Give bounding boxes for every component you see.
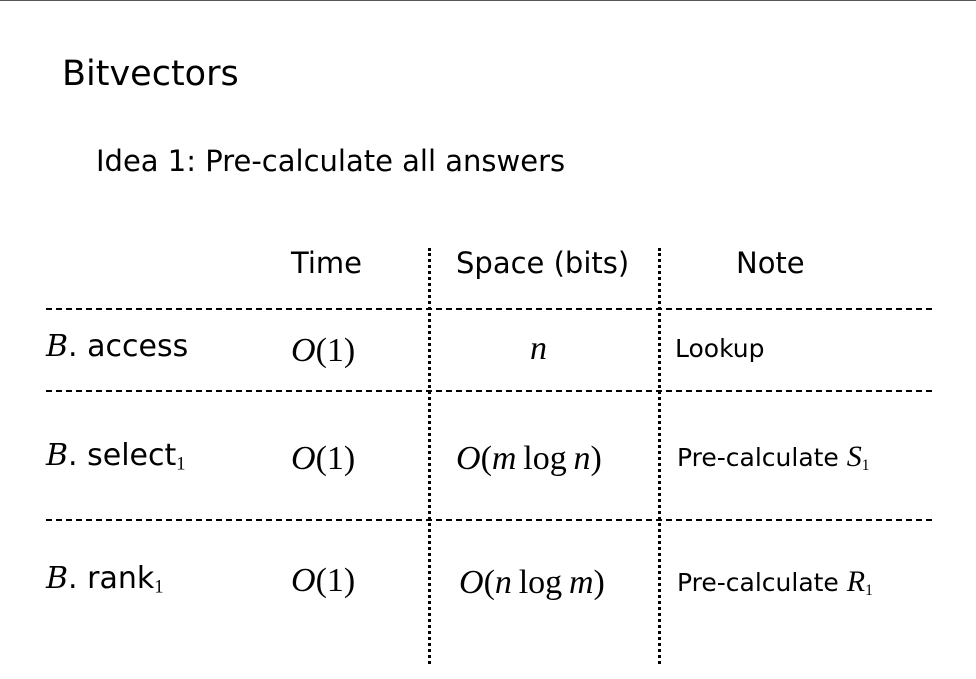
row-divider-header: [46, 308, 932, 310]
space-fn: O: [459, 564, 484, 601]
space-log: log: [518, 564, 563, 601]
note-access: Lookup: [675, 334, 765, 363]
row-label-rank: B. rank1: [46, 561, 164, 606]
note-text: Pre-calculate: [677, 443, 847, 472]
slide-top-border: [0, 0, 976, 1]
space-b: m: [568, 564, 594, 601]
space-open: (: [483, 564, 495, 601]
row-divider-1: [46, 390, 932, 392]
label-op: . select: [68, 438, 177, 473]
time-arg: (1): [315, 440, 356, 477]
note-rank: Pre-calculate R1: [677, 567, 873, 606]
space-open: (: [480, 440, 492, 477]
note-text: Pre-calculate: [677, 568, 847, 597]
space-fn: O: [456, 440, 481, 477]
time-fn: O: [291, 562, 316, 599]
time-arg: (1): [315, 562, 356, 599]
space-access: n: [530, 329, 547, 369]
note-var: S: [846, 440, 862, 473]
label-var: B: [46, 329, 69, 364]
slide-subtitle: Idea 1: Pre-calculate all answers: [96, 144, 566, 178]
space-value: n: [530, 330, 547, 367]
time-fn: O: [291, 332, 316, 369]
label-sub: 1: [176, 453, 186, 475]
note-select: Pre-calculate S1: [677, 442, 870, 481]
time-arg: (1): [315, 332, 356, 369]
note-sub: 1: [861, 456, 870, 474]
column-divider-1: [428, 248, 431, 664]
slide-title: Bitvectors: [62, 54, 239, 94]
label-var: B: [46, 561, 69, 596]
space-select: O(m log n): [456, 439, 602, 479]
note-var: R: [846, 565, 866, 598]
time-fn: O: [291, 440, 316, 477]
space-a: m: [491, 440, 517, 477]
label-op: . access: [68, 329, 189, 364]
space-log: log: [523, 440, 567, 477]
column-divider-2: [658, 248, 661, 664]
space-b: n: [573, 440, 591, 477]
space-close: ): [593, 564, 605, 601]
label-var: B: [46, 438, 69, 473]
space-a: n: [494, 564, 512, 601]
row-divider-2: [46, 519, 932, 521]
time-access: O(1): [291, 331, 355, 371]
label-op: . rank: [68, 561, 155, 596]
note-sub: 1: [865, 581, 873, 599]
header-space: Space (bits): [456, 246, 630, 280]
label-sub: 1: [154, 576, 164, 598]
header-time: Time: [291, 246, 362, 280]
space-close: ): [590, 440, 602, 477]
time-rank: O(1): [291, 561, 355, 601]
space-rank: O(n log m): [459, 563, 605, 603]
time-select: O(1): [291, 439, 355, 479]
row-label-select: B. select1: [46, 438, 186, 483]
header-note: Note: [736, 246, 805, 280]
row-label-access: B. access: [46, 329, 188, 365]
